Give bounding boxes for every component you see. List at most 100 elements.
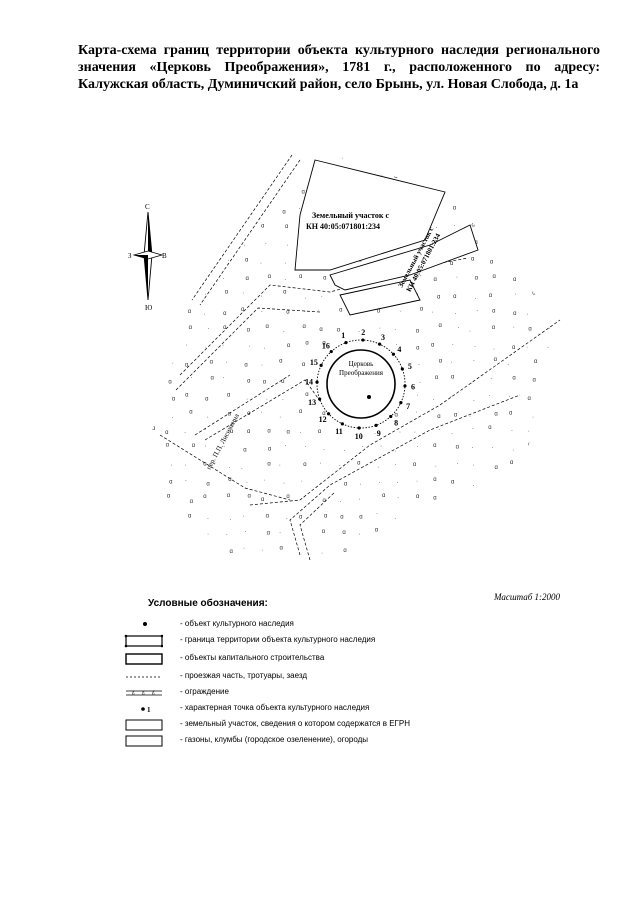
- svg-text:.: .: [320, 479, 322, 485]
- boundary-point-label: 1: [341, 331, 345, 340]
- road-line-icon: [126, 676, 162, 678]
- svg-text:ɑ: ɑ: [395, 412, 398, 418]
- svg-text:ɑ: ɑ: [359, 515, 362, 521]
- svg-text:.: .: [473, 191, 475, 197]
- svg-text:ɑ: ɑ: [437, 414, 440, 420]
- boundary-point-label: 6: [411, 382, 415, 391]
- boundary-point-label: 11: [335, 427, 343, 436]
- svg-text:.: .: [241, 465, 243, 471]
- compass-rose-icon: С Ю З В: [128, 203, 167, 310]
- svg-text:.: .: [551, 499, 553, 505]
- svg-text:.: .: [282, 396, 284, 402]
- svg-text:.: .: [454, 222, 456, 228]
- svg-text:.: .: [204, 442, 206, 448]
- svg-text:.: .: [363, 156, 365, 162]
- svg-text:.: .: [305, 380, 307, 386]
- svg-text:.: .: [301, 550, 303, 556]
- svg-text:ɑ: ɑ: [280, 545, 283, 551]
- svg-text:ɑ: ɑ: [363, 547, 366, 553]
- svg-text:ɑ: ɑ: [170, 244, 173, 250]
- boundary-point-label: 15: [310, 358, 318, 367]
- svg-text:ɑ: ɑ: [488, 546, 491, 552]
- svg-text:ɑ: ɑ: [475, 275, 478, 281]
- svg-text:ɑ: ɑ: [551, 410, 554, 416]
- church-label-1: Церковь: [349, 360, 374, 368]
- boundary-point-label: 3: [381, 333, 385, 342]
- svg-text:.: .: [507, 361, 509, 367]
- svg-text:.: .: [151, 188, 153, 194]
- svg-text:ɑ: ɑ: [203, 494, 206, 500]
- svg-text:ɑ: ɑ: [167, 545, 170, 551]
- svg-text:.: .: [261, 547, 263, 553]
- svg-text:.: .: [248, 208, 250, 214]
- svg-text:.: .: [266, 396, 268, 402]
- svg-text:.: .: [249, 343, 251, 349]
- svg-text:ɑ: ɑ: [431, 343, 434, 349]
- capital-building: [339, 279, 421, 316]
- svg-text:ɑ: ɑ: [172, 396, 175, 402]
- svg-text:.: .: [511, 170, 513, 176]
- svg-text:ɑ: ɑ: [205, 396, 208, 402]
- svg-text:.: .: [264, 344, 266, 350]
- svg-text:ɑ: ɑ: [279, 159, 282, 165]
- svg-text:.: .: [432, 309, 434, 315]
- svg-text:ɑ: ɑ: [263, 379, 266, 385]
- svg-text:ɑ: ɑ: [190, 499, 193, 505]
- svg-text:ɑ: ɑ: [415, 544, 418, 550]
- svg-text:ɑ: ɑ: [227, 392, 230, 398]
- svg-text:.: .: [438, 156, 440, 162]
- svg-text:.: .: [337, 427, 339, 433]
- svg-text:.: .: [223, 443, 225, 449]
- svg-text:ɑ: ɑ: [268, 274, 271, 280]
- svg-text:.: .: [305, 443, 307, 449]
- svg-text:.: .: [223, 374, 225, 380]
- svg-text:ɑ: ɑ: [167, 156, 170, 162]
- svg-text:.: .: [474, 343, 476, 349]
- svg-text:ɑ: ɑ: [267, 428, 270, 434]
- svg-text:.: .: [474, 549, 476, 555]
- svg-text:.: .: [149, 465, 151, 471]
- svg-text:ɑ: ɑ: [382, 493, 385, 499]
- svg-text:.: .: [301, 478, 303, 484]
- svg-text:.: .: [359, 531, 361, 537]
- svg-text:ɑ: ɑ: [319, 327, 322, 333]
- svg-text:ɑ: ɑ: [303, 324, 306, 330]
- svg-text:ɑ: ɑ: [262, 172, 265, 178]
- church-marker-icon: [367, 395, 371, 399]
- svg-text:ɑ: ɑ: [188, 513, 191, 519]
- svg-text:ɑ: ɑ: [185, 363, 188, 369]
- svg-text:.: .: [394, 326, 396, 332]
- svg-text:ɑ: ɑ: [169, 479, 172, 485]
- svg-text:.: .: [173, 272, 175, 278]
- svg-text:ɑ: ɑ: [551, 545, 554, 551]
- svg-text:ɑ: ɑ: [282, 209, 285, 215]
- svg-text:.: .: [549, 241, 551, 247]
- roads: [159, 154, 561, 561]
- svg-text:.: .: [547, 344, 549, 350]
- svg-text:ɑ: ɑ: [549, 531, 552, 537]
- svg-text:ɑ: ɑ: [298, 172, 301, 178]
- boundary-point-icon: [340, 422, 345, 426]
- svg-text:ɑ: ɑ: [244, 362, 247, 368]
- svg-text:ɑ: ɑ: [471, 222, 474, 228]
- svg-text:ɑ: ɑ: [243, 448, 246, 454]
- svg-text:ɑ: ɑ: [344, 482, 347, 488]
- compass-east: В: [162, 252, 167, 260]
- svg-text:.: .: [492, 154, 494, 160]
- svg-text:.: .: [379, 325, 381, 331]
- svg-text:ɑ: ɑ: [230, 429, 233, 435]
- svg-text:ɑ: ɑ: [188, 309, 191, 315]
- boundary-point-icon: [399, 400, 403, 405]
- svg-text:.: .: [378, 155, 380, 161]
- svg-text:ɑ: ɑ: [510, 546, 513, 552]
- svg-text:ɑ: ɑ: [206, 205, 209, 211]
- svg-text:.: .: [287, 242, 289, 248]
- boundary-point-icon: [357, 426, 361, 430]
- svg-text:ɑ: ɑ: [455, 155, 458, 161]
- svg-text:ɑ: ɑ: [527, 396, 530, 402]
- svg-text:.: .: [283, 328, 285, 334]
- svg-text:.: .: [490, 375, 492, 381]
- svg-text:ɑ: ɑ: [512, 376, 515, 382]
- svg-text:.: .: [150, 156, 152, 162]
